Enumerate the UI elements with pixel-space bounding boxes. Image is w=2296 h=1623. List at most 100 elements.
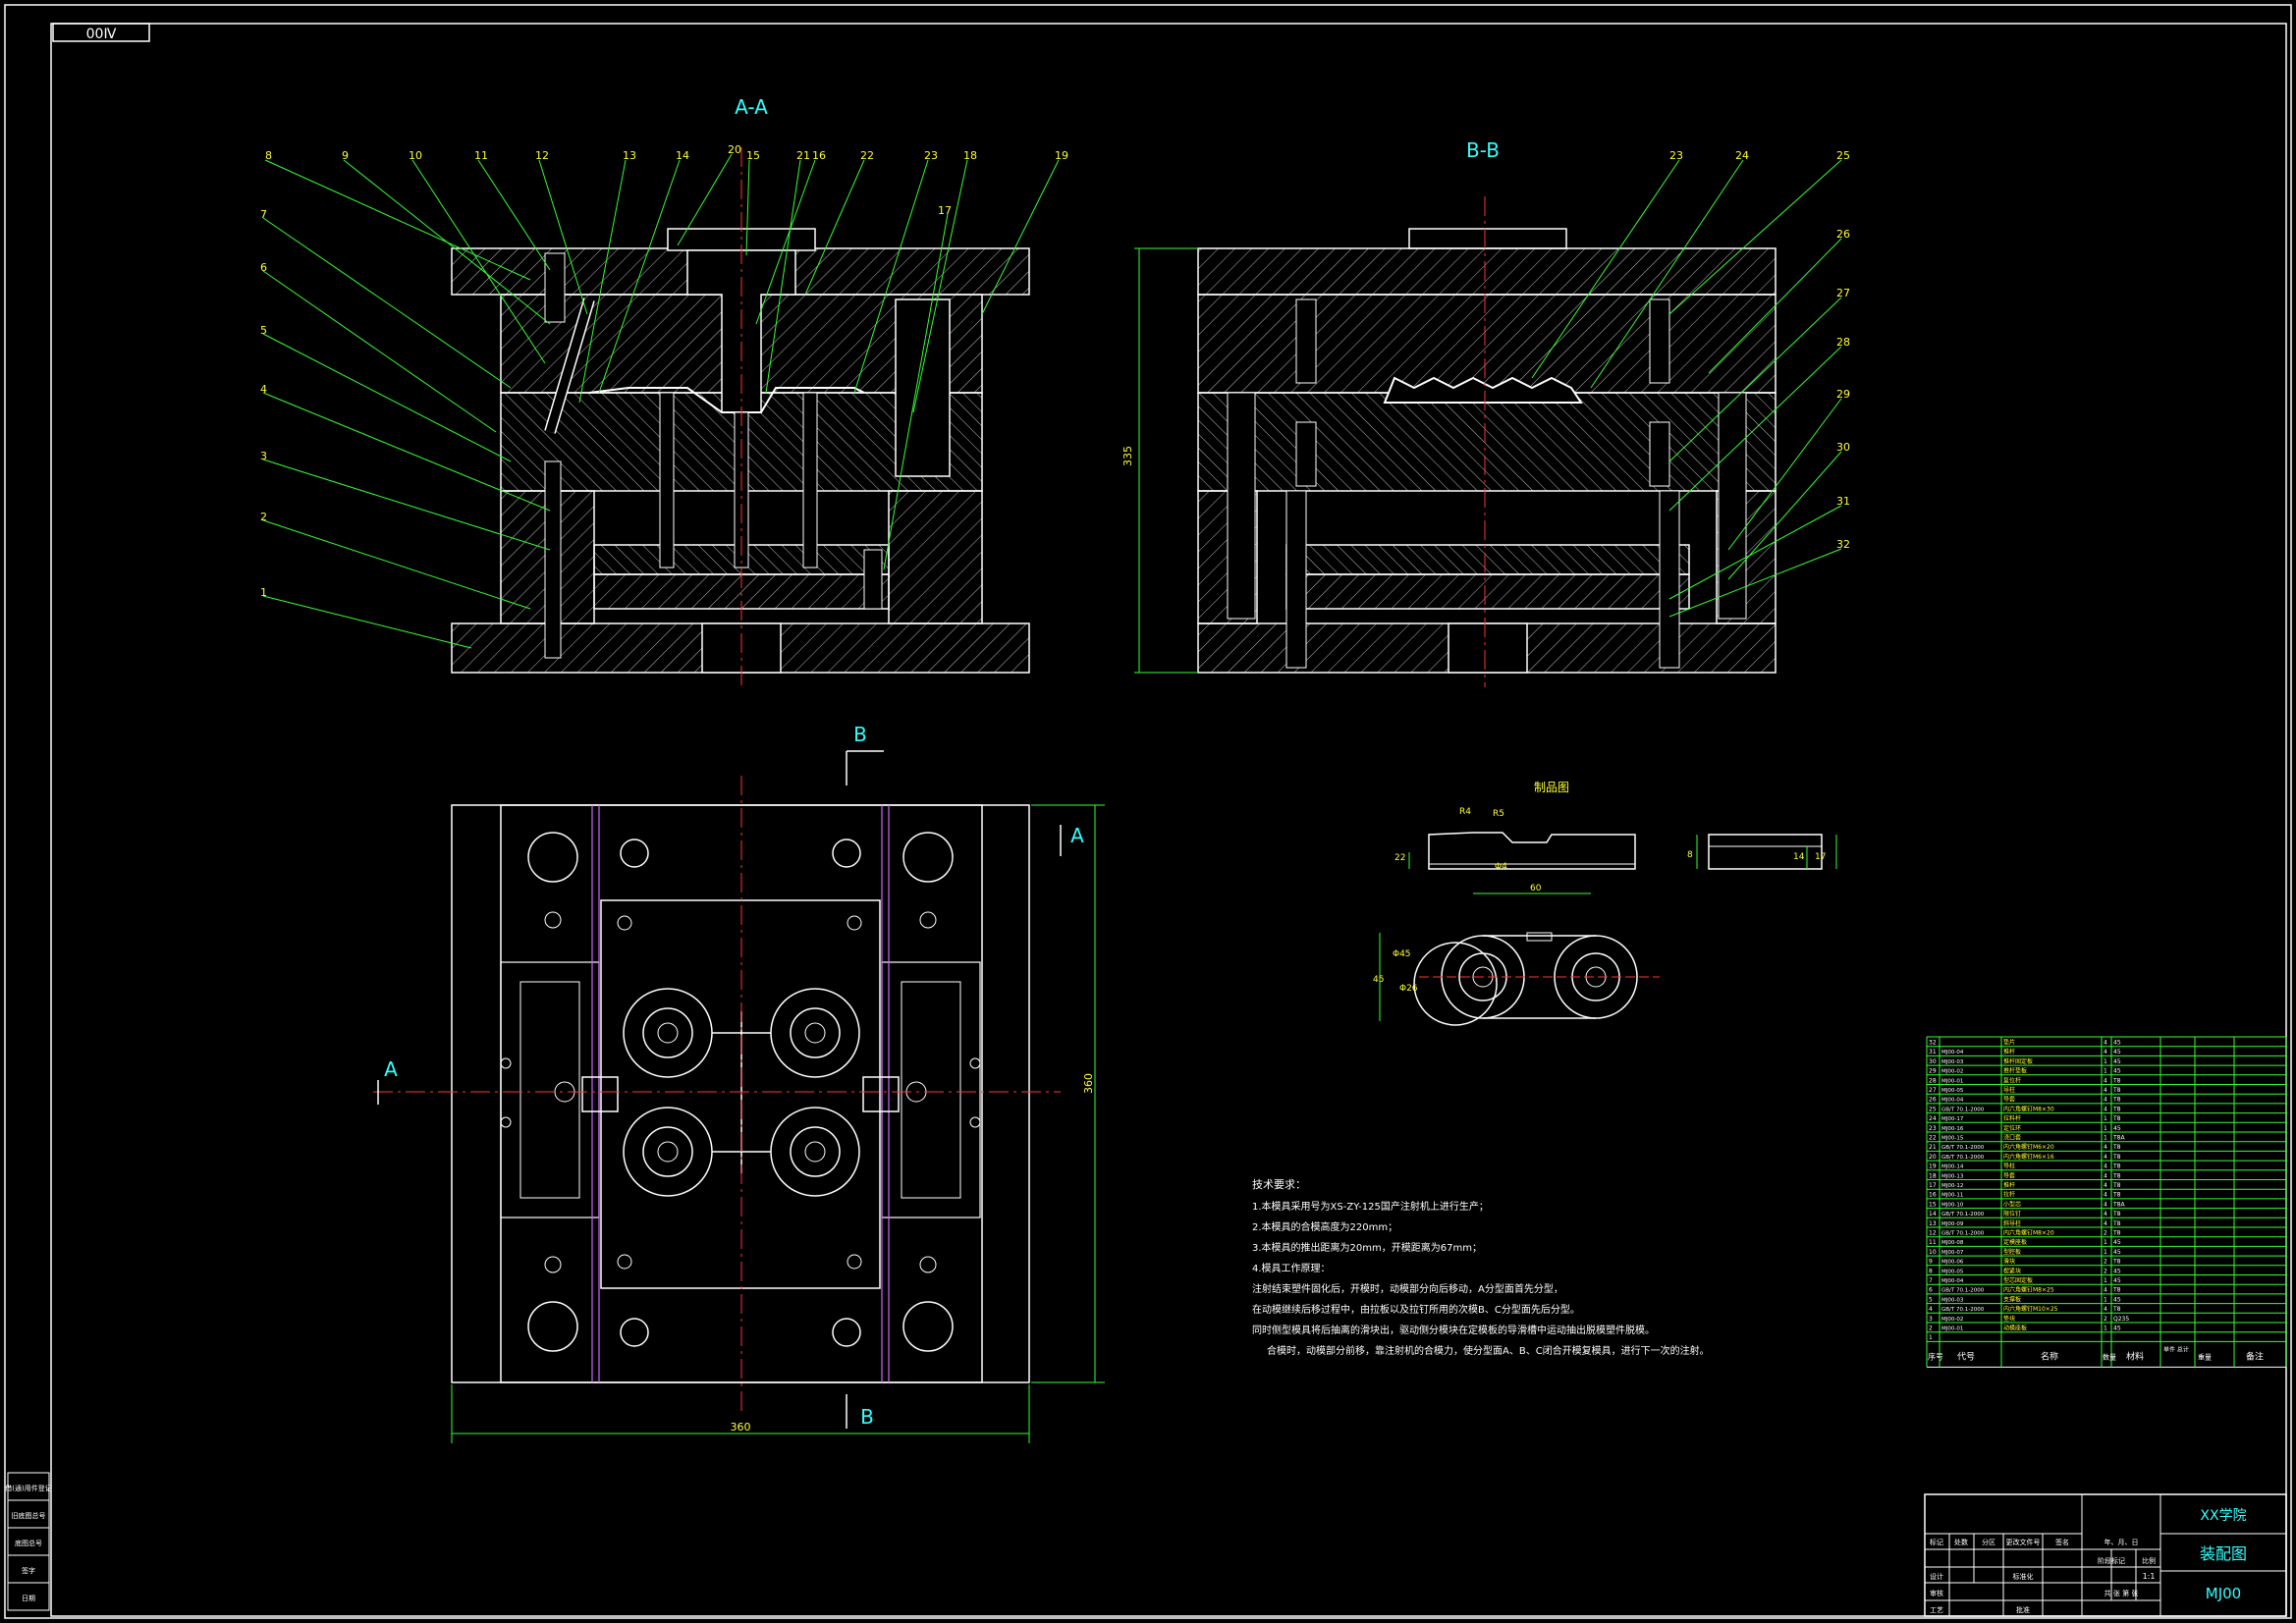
part-label: 32 — [1836, 538, 1850, 551]
bom-cell: 型腔板 — [2003, 1248, 2021, 1256]
bom-cell: 21 — [1929, 1144, 1937, 1151]
bom-cell: 17 — [1929, 1182, 1937, 1189]
bom-cell: T8 — [2112, 1220, 2121, 1227]
part-label: 30 — [1836, 441, 1850, 454]
inner-border — [50, 23, 2287, 1617]
bom-cell: 32 — [1929, 1040, 1937, 1047]
role-label: 批准 — [2016, 1605, 2030, 1614]
role-label: 标准化 — [2013, 1572, 2034, 1581]
title-block: XX学院 装配图 MJ00 标记 处数 分区 更改文件号 签名 年、月、日 设计… — [1924, 1493, 2287, 1617]
bom-cell: T8 — [2112, 1182, 2121, 1189]
bom-cell: MJ00-16 — [1941, 1126, 1964, 1132]
mark-label: 处数 — [1954, 1538, 1968, 1546]
part-label: 21 — [796, 149, 810, 162]
bom-cell: MJ00-07 — [1941, 1250, 1964, 1256]
scale-value: 1:1 — [2143, 1572, 2156, 1581]
bom-cell: 4 — [2104, 1154, 2107, 1161]
tech-note-line: 1.本模具采用号为XS-ZY-125国产注射机上进行生产； — [1252, 1200, 1489, 1213]
bom-cell: 45 — [2113, 1296, 2121, 1303]
part-label: 19 — [1055, 149, 1068, 162]
bom-cell: MJ00-09 — [1941, 1221, 1964, 1227]
bom-cell: 18 — [1929, 1172, 1937, 1179]
aa-labels: 8 9 10 11 12 13 14 20 15 21 16 22 23 18 … — [260, 143, 1068, 599]
bom-cell: 4 — [2104, 1220, 2107, 1227]
product-dim: Φ26 — [1399, 984, 1418, 994]
bom-cell: 浇口套 — [2003, 1134, 2021, 1142]
product-dim: R5 — [1493, 809, 1504, 819]
part-label: 26 — [1836, 228, 1850, 241]
part-label: 4 — [260, 383, 267, 396]
part-label: 1 — [260, 586, 267, 599]
bom-cell: 23 — [1929, 1125, 1937, 1132]
product-dim: 17 — [1815, 852, 1826, 862]
product-dim: 45 — [1373, 975, 1384, 985]
aa-leaders — [262, 153, 1060, 649]
top-tag: 00Ⅳ — [86, 27, 117, 42]
bom-cell: T8 — [2112, 1230, 2121, 1237]
bom-cell: 29 — [1929, 1068, 1937, 1075]
bom-cell: 4 — [2104, 1182, 2107, 1189]
bom-cell: 13 — [1929, 1220, 1937, 1227]
bom-cell: 斜导柱 — [2003, 1219, 2021, 1227]
bom-cell: Q235 — [2113, 1316, 2129, 1323]
bom-cell: 导套 — [2003, 1171, 2015, 1179]
bom-cell: 4 — [2104, 1163, 2107, 1170]
part-label: 25 — [1836, 149, 1850, 162]
part-label: 17 — [938, 204, 952, 217]
part-label: 11 — [474, 149, 488, 162]
section-aa-title: A-A — [735, 95, 768, 119]
bom-cell: MJ00-05 — [1941, 1088, 1964, 1094]
school-name: XX学院 — [2200, 1508, 2246, 1524]
bom-cell: 支撑板 — [2003, 1295, 2021, 1303]
part-label: 29 — [1836, 388, 1850, 401]
bom-cell: 6 — [1929, 1287, 1933, 1294]
bom-cell: 45 — [2113, 1249, 2121, 1256]
bom-cell: MJ00-14 — [1941, 1164, 1964, 1170]
part-label: 16 — [812, 149, 826, 162]
bom-cell: 型芯固定板 — [2003, 1276, 2033, 1284]
mark-label: 更改文件号 — [2006, 1538, 2041, 1546]
bom-cell: 45 — [2113, 1277, 2121, 1284]
tech-notes: 技术要求： 1.本模具采用号为XS-ZY-125国产注射机上进行生产； 2.本模… — [1252, 1178, 1710, 1357]
bom-cell: 动模座板 — [2003, 1325, 2027, 1332]
plan-height-dim: 360 — [1082, 1073, 1095, 1094]
product-drawing: 制品图 R4 R5 22 Φ4 60 8 14 17 Φ45 Φ26 45 — [1373, 781, 1837, 1026]
tech-note-line: 合模时，动模部分前移，靠注射机的合模力，使分型面A、B、C闭合开模复模具，进行下… — [1267, 1344, 1710, 1357]
bom-cell: 小型芯 — [2003, 1200, 2021, 1208]
bom-cell: T8 — [2112, 1163, 2121, 1170]
bom-cell: T8 — [2112, 1115, 2121, 1122]
section-marker: B — [853, 723, 867, 746]
bom-cell: 导柱 — [2003, 1086, 2015, 1094]
tech-note-line: 3.本模具的推出距离为20mm，开模距离为67mm； — [1252, 1241, 1482, 1254]
bom-cell: T8 — [2112, 1097, 2121, 1104]
part-label: 2 — [260, 511, 267, 523]
top-tag-box — [52, 23, 150, 42]
bom-cell: 垫片 — [2003, 1039, 2015, 1047]
bom-cell: GB/T 70.1-2000 — [1941, 1307, 1985, 1313]
bom-cell: 推杆 — [2003, 1181, 2015, 1189]
bom-header: 备注 — [2246, 1350, 2264, 1362]
bom-cell: GB/T 70.1-2000 — [1941, 1212, 1985, 1217]
bom-cell: 45 — [2113, 1068, 2121, 1075]
bom-cell: T8 — [2112, 1154, 2121, 1161]
bom-cell: GB/T 70.1-2000 — [1941, 1288, 1985, 1294]
bom-header: 代号 — [1957, 1351, 1975, 1362]
bom-cell: 内六角螺钉M6×16 — [2003, 1153, 2054, 1161]
bom-header: 材料 — [2126, 1350, 2144, 1362]
bom-cell: 4 — [2104, 1077, 2107, 1084]
bom-cell: MJ00-17 — [1941, 1116, 1964, 1122]
bom-cell: 4 — [2104, 1172, 2107, 1179]
bom-cell: 45 — [2113, 1239, 2121, 1246]
strip-label: 日期 — [22, 1595, 35, 1602]
bom-cell: T8 — [2112, 1106, 2121, 1112]
bom-cell: 4 — [2104, 1192, 2107, 1199]
bom-cell: 31 — [1929, 1049, 1937, 1055]
bom-cell: MJ00-05 — [1941, 1269, 1964, 1274]
bom-header: 单件 总计 — [2163, 1345, 2189, 1353]
bom-cell: 3 — [1929, 1316, 1933, 1323]
bom-cell: 24 — [1929, 1115, 1937, 1122]
bom-cell: 定模座板 — [2003, 1238, 2027, 1246]
bom-cell: MJ00-01 — [1941, 1078, 1963, 1084]
left-strip: 借(通)用件登记 旧底图总号 底图总号 签字 日期 — [5, 1472, 52, 1611]
